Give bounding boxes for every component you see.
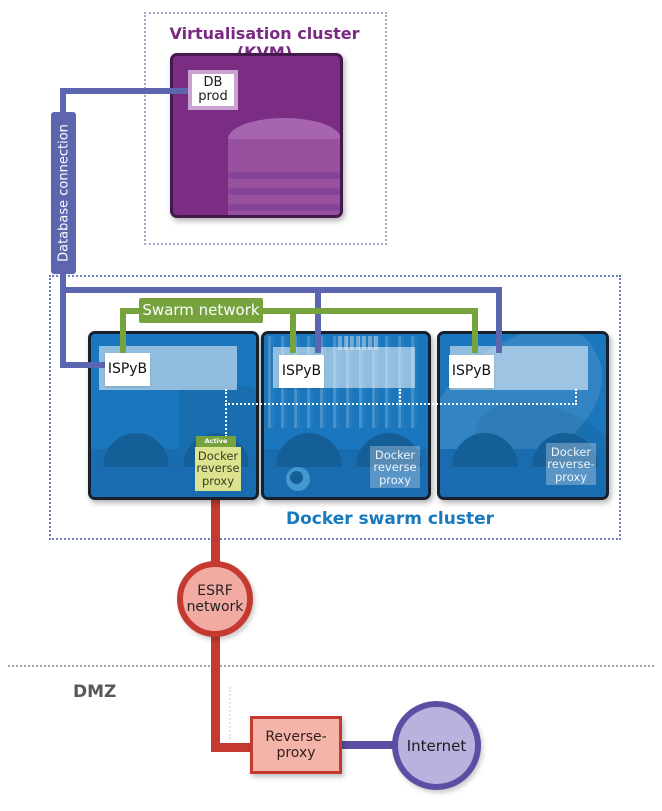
container-crate-decoration: [336, 336, 380, 350]
proxy-line: proxy: [554, 469, 588, 484]
swarm-network-drop-middle: [290, 308, 296, 353]
database-cylinder-groove: [228, 172, 340, 179]
internal-route-horizontal: [225, 403, 577, 405]
kvm-cluster-frame: [144, 12, 387, 245]
docker-reverse-proxy-active: Docker reverse proxy: [195, 447, 241, 491]
internet-node: Internet: [392, 701, 481, 790]
internal-route-vertical-left: [225, 389, 227, 437]
docker-swarm-title: Docker swarm cluster: [285, 509, 495, 529]
proxy-line: reverse-: [547, 457, 595, 472]
active-node-tag: Active node: [196, 436, 236, 456]
proxy-line: proxy: [201, 473, 235, 488]
docker-reverse-proxy-standby-2: Docker reverse proxy: [370, 446, 420, 488]
db-prod-line2: prod: [198, 89, 228, 104]
dmz-reverse-proxy-box: Reverse- proxy: [250, 716, 342, 774]
db-prod-line1: DB: [203, 74, 223, 90]
db-connection-line-elbow: [60, 362, 108, 368]
wave-bump: [276, 433, 342, 467]
proxy-line: Docker: [550, 445, 592, 459]
swarm-network-drop-right: [472, 308, 478, 353]
proxy-line: Docker: [197, 449, 239, 463]
proxy-line: Docker: [374, 448, 416, 462]
swarm-network-label: Swarm network: [139, 298, 263, 323]
internal-route-stub-middle: [399, 389, 401, 405]
reverse-proxy-line1: Reverse-: [265, 728, 327, 745]
proxy-line: reverse: [196, 461, 240, 476]
docker-reverse-proxy-standby-3: Docker reverse- proxy: [546, 443, 596, 485]
swarm-network-drop-left: [120, 308, 126, 353]
internal-route-dmz-stub: [229, 687, 231, 739]
ispyb-label-1: ISPyB: [105, 353, 150, 386]
dmz-label: DMZ: [73, 682, 117, 702]
esrf-line1: ESRF: [197, 582, 233, 599]
database-cylinder-groove: [228, 204, 340, 211]
esrf-network-node: ESRF network: [177, 561, 253, 637]
database-connection-label: Database connection: [51, 112, 76, 274]
db-connection-drop-right: [496, 287, 502, 353]
db-connection-line-bus: [60, 287, 502, 293]
database-connection-text: Database connection: [56, 124, 71, 262]
esrf-line2: network: [186, 599, 244, 615]
db-prod-label: DB prod: [188, 70, 238, 110]
ispyb-label-2: ISPyB: [279, 355, 324, 388]
ispyb-label-3: ISPyB: [449, 355, 494, 388]
internet-link-line: [340, 741, 398, 749]
dmz-boundary-line: [8, 665, 654, 667]
proxy-line: reverse: [373, 460, 417, 475]
proxy-line: proxy: [378, 472, 412, 487]
reverse-proxy-line2: proxy: [276, 745, 316, 761]
db-connection-line-horizontal: [62, 88, 190, 94]
docker-swarm-frame: [49, 275, 621, 540]
swarm-network-line: [120, 308, 478, 314]
internet-label: Internet: [406, 736, 467, 755]
database-cylinder-groove: [228, 188, 340, 195]
whale-eye-decoration: [286, 467, 310, 491]
internal-route-stub-right: [575, 389, 577, 405]
esrf-network-line-horizontal: [211, 743, 253, 752]
db-connection-drop-middle: [315, 287, 321, 353]
wave-bump: [103, 433, 169, 467]
